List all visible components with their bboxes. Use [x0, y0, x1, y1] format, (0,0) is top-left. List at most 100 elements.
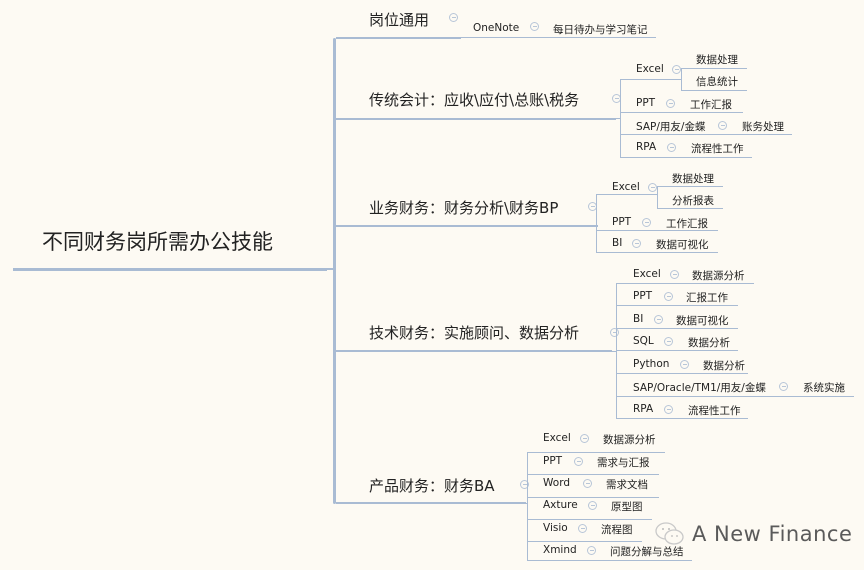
- use-item[interactable]: 工作汇报: [666, 218, 708, 230]
- skill-underline: [620, 79, 682, 80]
- collapse-icon[interactable]: [587, 546, 596, 555]
- use-item[interactable]: 需求与汇报: [597, 457, 650, 469]
- use-item[interactable]: 账务处理: [742, 121, 784, 133]
- use-item[interactable]: 需求文档: [606, 479, 648, 491]
- skill-excel[interactable]: Excel: [636, 63, 664, 75]
- collapse-icon[interactable]: [610, 328, 619, 337]
- use-item[interactable]: 数据源分析: [692, 270, 745, 282]
- skill-visio[interactable]: Visio: [543, 522, 568, 534]
- use-underline: [657, 186, 723, 187]
- skill-ppt[interactable]: PPT: [612, 216, 632, 228]
- collapse-icon[interactable]: [583, 479, 592, 488]
- use-item[interactable]: 数据源分析: [603, 434, 656, 446]
- use-item[interactable]: 数据处理: [696, 54, 738, 66]
- root-underline: [13, 268, 327, 271]
- collapse-icon[interactable]: [664, 337, 673, 346]
- use-item[interactable]: 流程图: [601, 524, 633, 536]
- skill-underline: [596, 252, 718, 253]
- connector: [597, 225, 598, 226]
- use-item[interactable]: 数据可视化: [676, 315, 729, 327]
- collapse-icon[interactable]: [520, 480, 529, 489]
- collapse-icon[interactable]: [664, 292, 673, 301]
- collapse-icon[interactable]: [588, 501, 597, 510]
- skill-excel[interactable]: Excel: [543, 432, 571, 444]
- skill-python[interactable]: Python: [633, 358, 670, 370]
- skill-underline: [527, 497, 659, 498]
- root-topic[interactable]: 不同财务岗所需办公技能: [42, 230, 273, 254]
- skill-ppt[interactable]: PPT: [636, 97, 656, 109]
- use-item[interactable]: 原型图: [611, 501, 643, 513]
- collapse-icon[interactable]: [578, 524, 587, 533]
- collapse-icon[interactable]: [574, 457, 583, 466]
- skill-underline: [620, 112, 743, 113]
- skill-xmind[interactable]: Xmind: [543, 544, 577, 556]
- skill-word[interactable]: Word: [543, 477, 570, 489]
- branch-underline: [336, 118, 616, 120]
- collapse-icon[interactable]: [664, 405, 673, 414]
- collapse-icon[interactable]: [718, 121, 727, 130]
- skill-underline: [616, 418, 748, 419]
- branch-technical-finance[interactable]: 技术财务：实施顾问、数据分析: [369, 324, 580, 342]
- collapse-icon[interactable]: [632, 239, 641, 248]
- use-item[interactable]: 分析报表: [672, 195, 714, 207]
- use-item[interactable]: 数据分析: [688, 337, 730, 349]
- use-item[interactable]: 流程性工作: [691, 143, 744, 155]
- connector: [616, 118, 621, 119]
- skill-underline: [527, 541, 642, 542]
- skill-bi[interactable]: BI: [612, 237, 623, 249]
- use-item[interactable]: 问题分解与总结: [610, 546, 684, 558]
- sub-spine: [527, 452, 528, 560]
- branch-business-finance[interactable]: 业务财务：财务分析\财务BP: [369, 199, 559, 217]
- collapse-icon[interactable]: [666, 99, 675, 108]
- skill-excel[interactable]: Excel: [612, 181, 640, 193]
- collapse-icon[interactable]: [642, 218, 651, 227]
- use-item[interactable]: 数据处理: [672, 173, 714, 185]
- skill-underline: [461, 37, 656, 38]
- use-item[interactable]: 汇报工作: [686, 292, 728, 304]
- use-underline: [681, 90, 747, 91]
- skill-underline: [616, 305, 738, 306]
- skill-underline: [620, 157, 752, 158]
- skill-rpa[interactable]: RPA: [636, 141, 657, 153]
- collapse-icon[interactable]: [648, 183, 657, 192]
- collapse-icon[interactable]: [449, 13, 458, 22]
- sub-spine: [657, 186, 658, 208]
- skill-sql[interactable]: SQL: [633, 335, 654, 347]
- watermark-text: A New Finance: [692, 522, 853, 546]
- branch-product-finance[interactable]: 产品财务：财务BA: [369, 477, 495, 495]
- use-item[interactable]: 流程性工作: [688, 405, 741, 417]
- branch-traditional-accounting[interactable]: 传统会计：应收\应付\总账\税务: [369, 91, 580, 109]
- skill-bi[interactable]: BI: [633, 313, 644, 325]
- use-item[interactable]: 系统实施: [803, 382, 845, 394]
- branch-underline: [336, 350, 612, 352]
- skill-sap[interactable]: SAP/用友/金蝶: [636, 121, 706, 133]
- collapse-icon[interactable]: [667, 143, 676, 152]
- skill-underline: [527, 519, 652, 520]
- use-item[interactable]: 工作汇报: [690, 99, 732, 111]
- branch-underline: [336, 225, 598, 227]
- use-item[interactable]: 数据可视化: [656, 239, 709, 251]
- collapse-icon[interactable]: [670, 270, 679, 279]
- collapse-icon[interactable]: [779, 382, 788, 391]
- collapse-icon[interactable]: [580, 434, 589, 443]
- skill-ppt[interactable]: PPT: [633, 290, 653, 302]
- use-item[interactable]: 数据分析: [703, 360, 745, 372]
- use-item[interactable]: 每日待办与学习笔记: [553, 24, 648, 36]
- collapse-icon[interactable]: [672, 65, 681, 74]
- skill-axture[interactable]: Axture: [543, 499, 578, 511]
- use-item[interactable]: 信息统计: [696, 76, 738, 88]
- collapse-icon[interactable]: [680, 360, 689, 369]
- use-underline: [657, 208, 723, 209]
- collapse-icon[interactable]: [654, 315, 663, 324]
- skill-underline: [527, 560, 692, 561]
- skill-underline: [620, 134, 792, 135]
- use-underline: [681, 68, 747, 69]
- wechat-icon: [654, 520, 686, 548]
- skill-erp[interactable]: SAP/Oracle/TM1/用友/金蝶: [633, 382, 766, 394]
- skill-rpa[interactable]: RPA: [633, 403, 654, 415]
- skill-ppt[interactable]: PPT: [543, 455, 563, 467]
- branch-general[interactable]: 岗位通用: [369, 11, 430, 29]
- collapse-icon[interactable]: [530, 22, 539, 31]
- skill-excel[interactable]: Excel: [633, 268, 661, 280]
- skill-onenote[interactable]: OneNote: [473, 22, 520, 34]
